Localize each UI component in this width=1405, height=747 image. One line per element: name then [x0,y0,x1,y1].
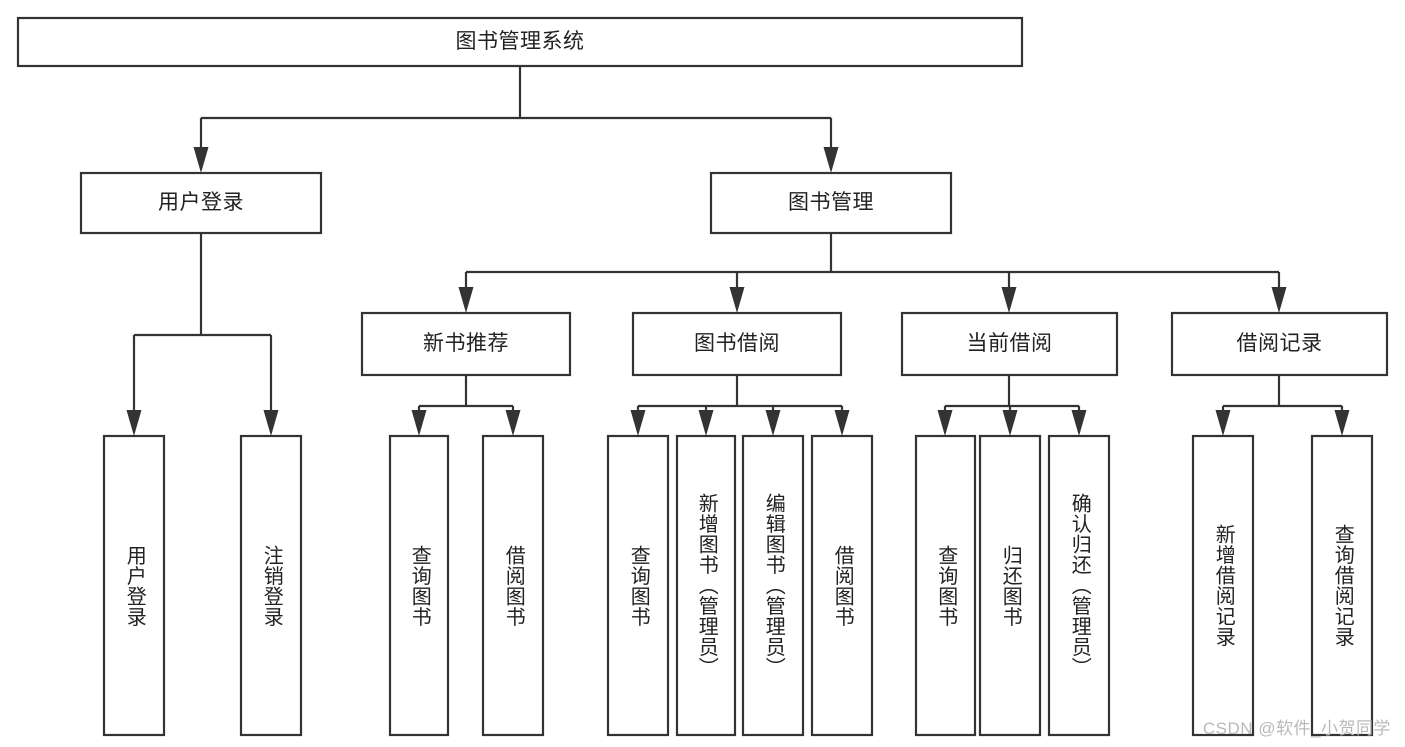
node-box-leaf-user-login [102,434,166,737]
node-box-leaf-user-logout [239,434,303,737]
node-box-leaf-query-borrow-record [1310,434,1374,737]
conn-current-borrow-arrow-2 [1071,410,1087,436]
node-box-current-borrow [900,311,1119,377]
conn-book-management [458,233,1287,313]
watermark-text: CSDN @软件_小贺同学 [1202,719,1391,738]
conn-current-borrow [937,375,1087,436]
node-box-leaf-return-book [978,434,1042,737]
conn-book-borrow [630,375,850,436]
node-box-borrow-record [1170,311,1389,377]
conn-user-login-arrow-0 [126,410,142,436]
conn-book-borrow-arrow-2 [765,410,781,436]
conn-book-management-arrow-1 [729,287,745,313]
node-box-new-book-recommend [360,311,572,377]
node-box-leaf-borrow-book-2 [810,434,874,737]
node-box-user-login [79,171,323,235]
conn-book-borrow-arrow-1 [698,410,714,436]
node-box-leaf-edit-book [741,434,805,737]
conn-root-arrow-1 [823,147,839,173]
conn-new-book [411,375,521,436]
node-box-leaf-borrow-book-1 [481,434,545,737]
conn-current-borrow-arrow-1 [1002,410,1018,436]
conn-book-borrow-arrow-0 [630,410,646,436]
conn-root-arrow-0 [193,147,209,173]
conn-book-borrow-arrow-3 [834,410,850,436]
conn-current-borrow-arrow-0 [937,410,953,436]
conn-user-login-arrow-1 [263,410,279,436]
conn-borrow-record [1215,375,1350,436]
conn-borrow-record-arrow-0 [1215,410,1231,436]
node-box-leaf-confirm-return [1047,434,1111,737]
conn-new-book-arrow-0 [411,410,427,436]
node-box-leaf-query-book-2 [606,434,670,737]
node-box-layer [16,16,1389,737]
conn-new-book-arrow-1 [505,410,521,436]
node-box-root [16,16,1024,68]
conn-root [193,66,839,173]
connector-layer [126,66,1350,436]
node-box-leaf-add-borrow-record [1191,434,1255,737]
node-box-leaf-query-book-3 [914,434,977,737]
node-box-book-borrow [631,311,843,377]
conn-book-management-arrow-2 [1001,287,1017,313]
conn-borrow-record-arrow-1 [1334,410,1350,436]
conn-book-management-arrow-3 [1271,287,1287,313]
conn-user-login [126,233,279,436]
conn-book-management-arrow-0 [458,287,474,313]
node-box-leaf-add-book [675,434,737,737]
node-box-leaf-query-book-1 [388,434,450,737]
node-box-book-management [709,171,953,235]
